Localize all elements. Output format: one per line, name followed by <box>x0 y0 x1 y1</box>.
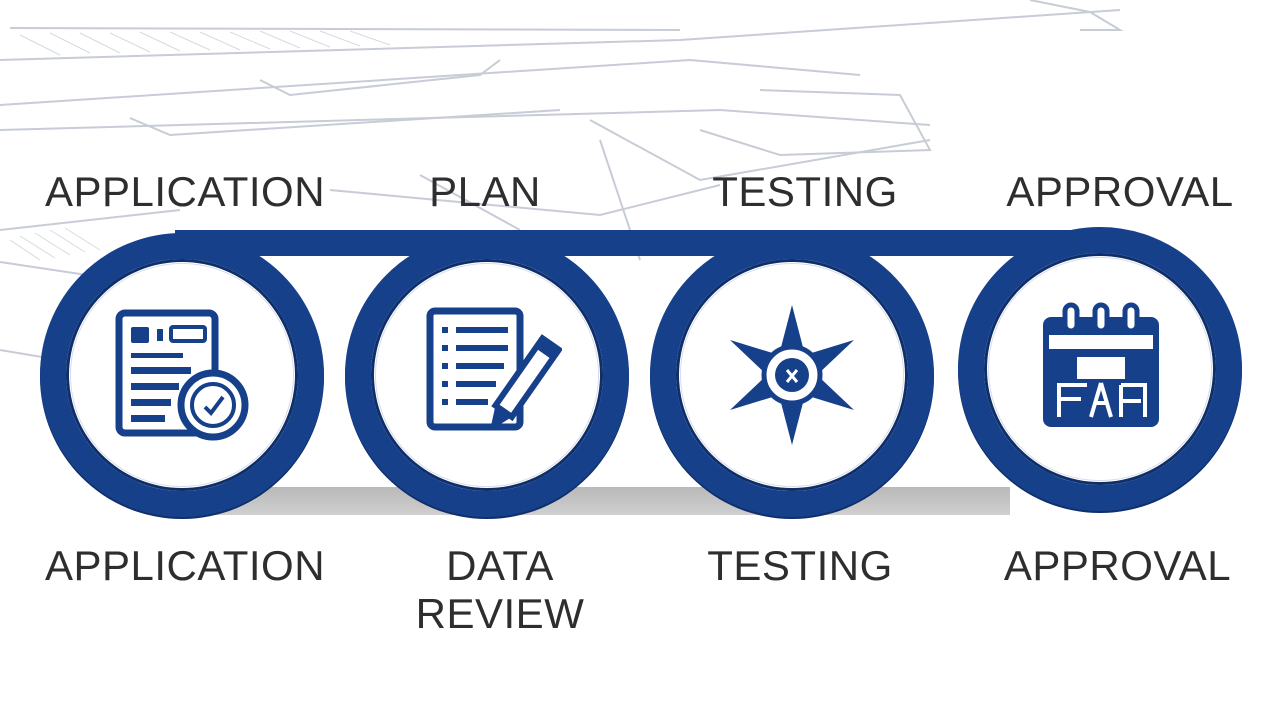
stage-4-circle <box>958 227 1242 511</box>
stage-1-top-label: APPLICATION <box>44 168 326 215</box>
star-gear-icon <box>730 305 854 445</box>
stage-1-bottom-label: APPLICATION <box>44 542 326 589</box>
stage-3-circle <box>650 233 934 517</box>
stage-4-bottom-label: APPROVAL <box>1003 542 1232 589</box>
checklist-pencil-icon <box>426 307 562 431</box>
stage-2-circle <box>345 233 629 517</box>
connector-shadow <box>210 487 1010 515</box>
stage-2-top-label: PLAN <box>429 168 541 215</box>
stage-2-bottom-label: DATA REVIEW <box>415 542 585 637</box>
stage-1-circle <box>40 233 324 517</box>
stage-3-bottom-label: TESTING <box>707 542 893 589</box>
stage-3-top-label: TESTING <box>712 168 898 215</box>
application-form-icon <box>115 309 249 441</box>
calendar-icon <box>1043 302 1159 427</box>
stage-4-top-label: APPROVAL <box>1006 168 1234 215</box>
connector-bar <box>175 230 1095 256</box>
